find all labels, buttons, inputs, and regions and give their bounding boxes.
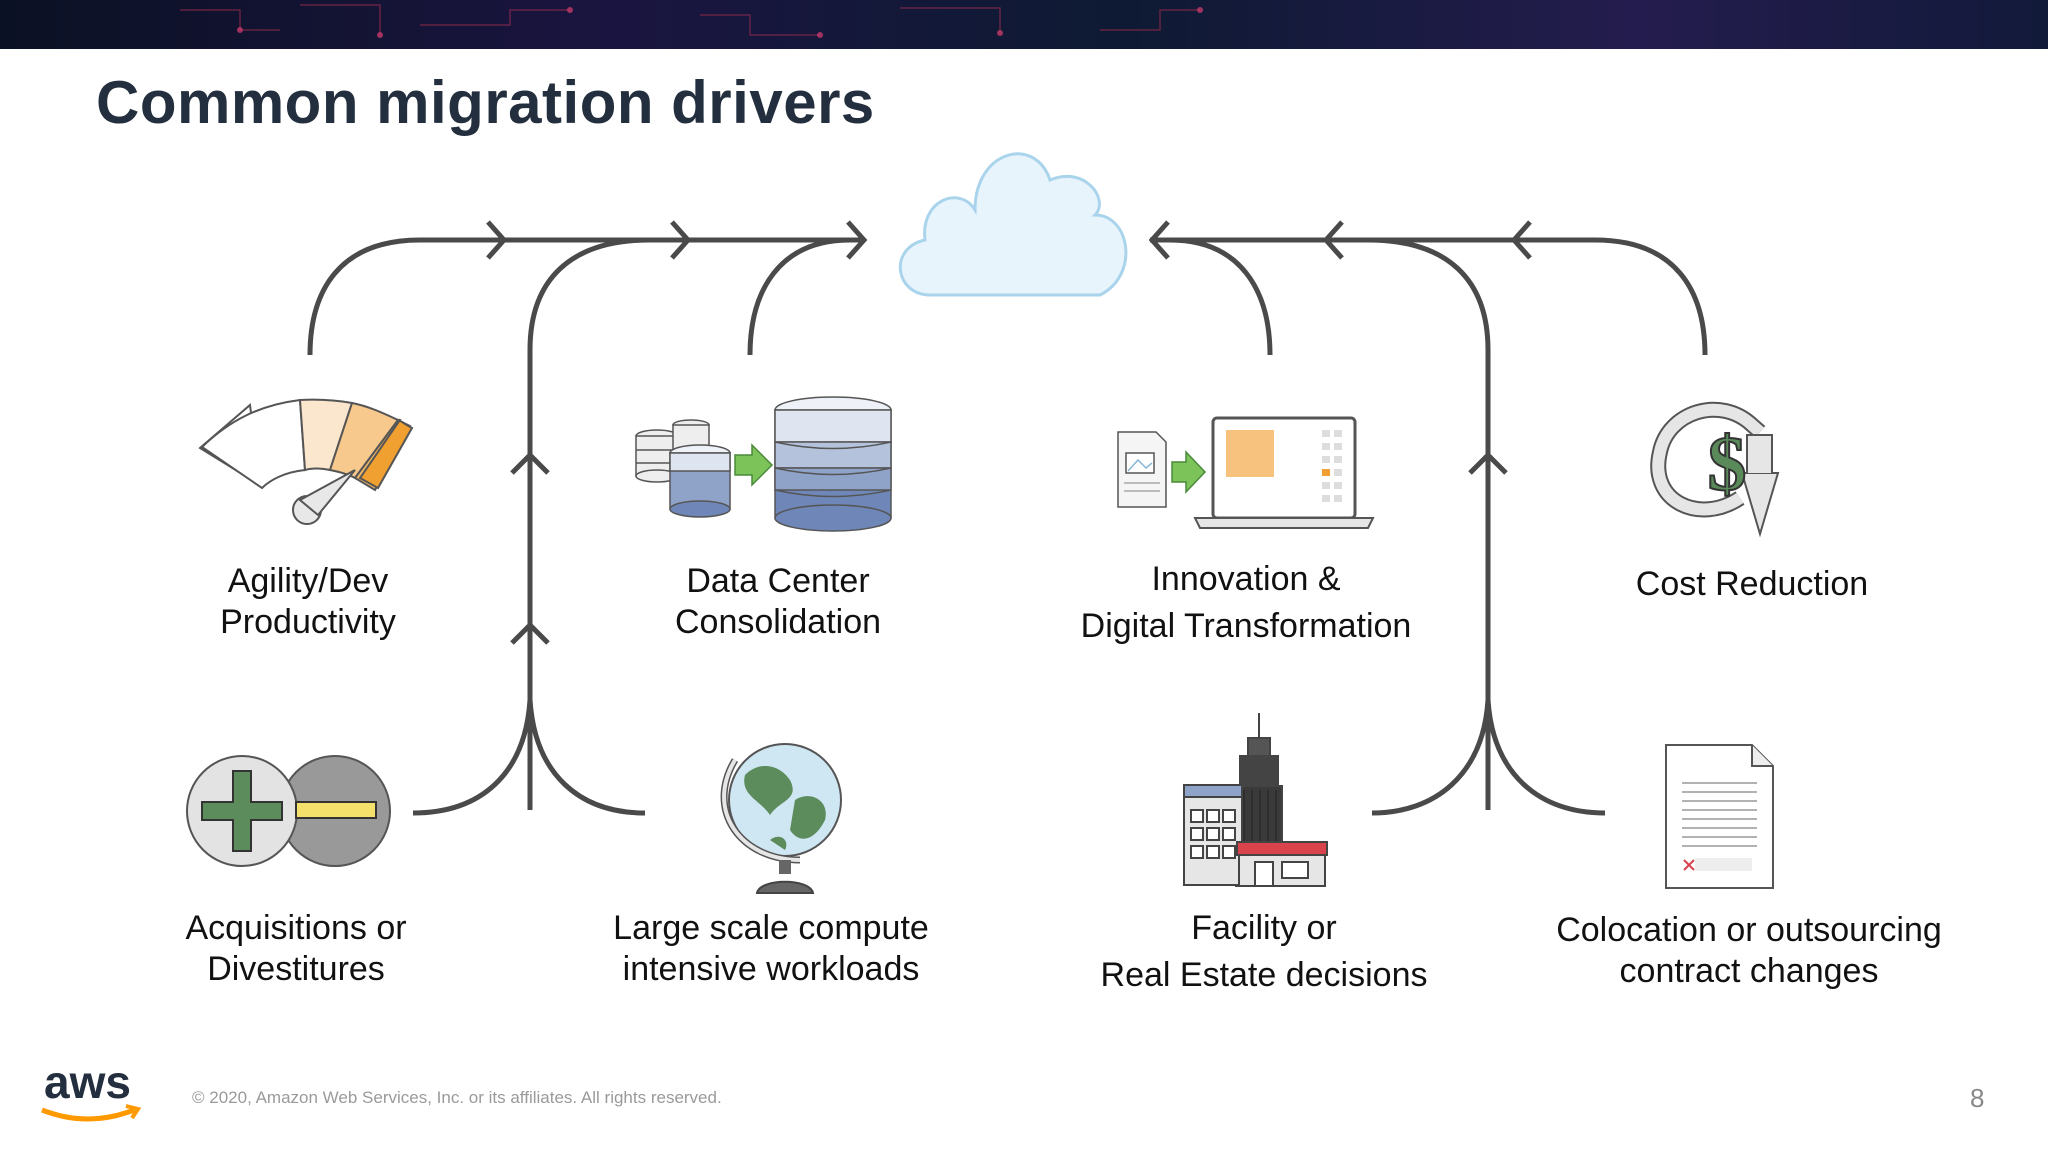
header-band: [0, 0, 2048, 49]
driver-label-line: Colocation or outsourcing: [1556, 911, 1942, 949]
driver-label-facility: Facility or Real Estate decisions: [1101, 905, 1428, 999]
driver-label-line: Productivity: [220, 603, 396, 641]
driver-label-line: Acquisitions or: [185, 909, 407, 947]
driver-label-innovation: Innovation & Digital Transformation: [1081, 556, 1412, 650]
page-number: 8: [1970, 1083, 1985, 1113]
aws-logo-text: aws: [44, 1058, 131, 1108]
right-connector-lines: [1148, 220, 1708, 816]
driver-label-acquisitions: Acquisitions or Divestitures: [185, 908, 406, 990]
driver-label-cost: Cost Reduction: [1636, 564, 1868, 605]
buildings-icon: [1183, 713, 1328, 887]
left-connector-lines: [307, 220, 868, 816]
laptop-transform-icon: [1117, 416, 1375, 529]
plus-minus-icon: [186, 755, 391, 867]
driver-label-colocation: Colocation or outsourcing contract chang…: [1556, 910, 1942, 992]
dollar-cycle-icon: $: [1650, 401, 1780, 538]
driver-label-line: Agility/Dev: [227, 562, 389, 600]
driver-label-line: Consolidation: [674, 603, 882, 641]
driver-label-line: contract changes: [1619, 952, 1879, 990]
driver-label-line: Data Center: [686, 562, 870, 600]
database-consolidation-icon: [635, 396, 892, 532]
cloud-icon: [898, 152, 1128, 297]
driver-label-line: Facility or: [1191, 909, 1337, 947]
driver-label-line: Digital Transformation: [1080, 607, 1412, 645]
driver-label-line: Innovation &: [1151, 560, 1341, 598]
contract-document-icon: [1665, 744, 1774, 889]
driver-label-line: Divestitures: [207, 950, 385, 988]
driver-label-line: Large scale compute: [613, 909, 929, 947]
page-title: Common migration drivers: [96, 69, 875, 136]
globe-icon: [720, 743, 842, 894]
driver-label-data-center: Data Center Consolidation: [675, 561, 881, 643]
copyright-footer: © 2020, Amazon Web Services, Inc. or its…: [192, 1088, 722, 1107]
gauge-icon: [198, 398, 414, 525]
aws-logo: aws: [38, 1056, 148, 1133]
driver-label-line: intensive workloads: [622, 950, 920, 988]
circuit-pattern-icon: [180, 4, 1203, 38]
driver-label-agility: Agility/Dev Productivity: [220, 561, 396, 643]
aws-logo-icon: aws: [41, 1056, 142, 1122]
svg-text:$: $: [1708, 420, 1747, 507]
driver-label-line: Real Estate decisions: [1100, 956, 1428, 994]
driver-label-line: Cost Reduction: [1635, 565, 1869, 603]
driver-label-compute: Large scale compute intensive workloads: [613, 908, 929, 990]
